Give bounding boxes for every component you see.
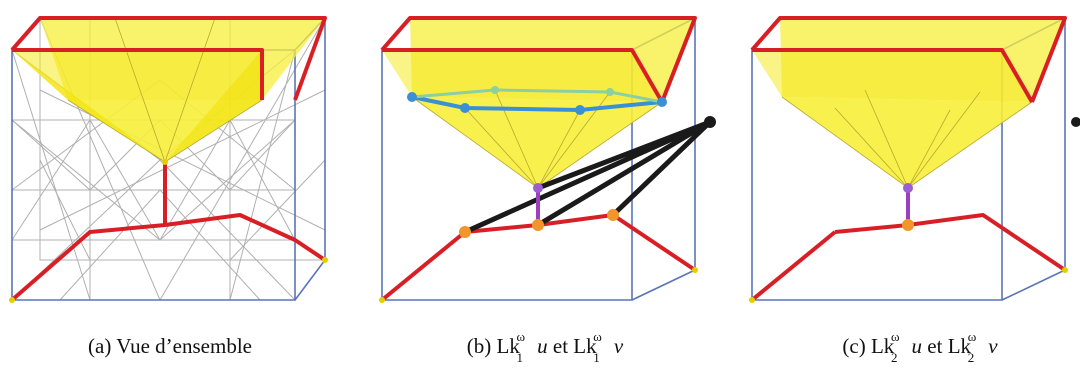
caption-c-v: v [988,334,998,358]
blue-vertex [407,92,417,102]
caption-b-u: u [537,334,548,358]
blue-vertex [575,105,585,115]
red-path [750,16,1067,302]
vertex-v [902,219,914,231]
blue-vertex [657,97,667,107]
caption-a-text: Vue d’ensemble [116,334,252,358]
yellow-link-surface [382,18,695,189]
blue-link-cycle [411,88,663,113]
caption-a-label: (a) [88,334,112,358]
black-vertex [704,116,716,128]
black-edges [463,119,712,235]
vertex-v [532,219,544,231]
red-path [380,16,697,302]
vertex-corner [9,297,15,303]
vertex-corner [692,267,698,273]
caption-b-v: v [613,334,624,358]
caption-b-et: et [552,334,569,358]
green-vertex [491,86,499,94]
vertex-corner [379,297,385,303]
red-path [10,16,327,302]
orange-vertex [459,226,471,238]
vertex-corner [1062,267,1068,273]
vertex-u [162,159,168,165]
panel-b-link-1 [379,16,716,303]
vertex-corner [749,297,755,303]
caption-c-u: u [911,334,923,358]
caption-b-label: (b) [466,334,492,358]
vertex-u [903,183,913,193]
vertex-corner [322,257,328,263]
yellow-link-surface [752,18,1065,189]
caption-a: (a) Vue d’ensemble [60,333,280,359]
orange-vertex [607,209,619,221]
yellow-link-surface [12,17,325,164]
black-vertex [1071,117,1080,127]
panel-a-overview [9,16,328,303]
vertex-u [533,183,543,193]
green-vertex [606,88,614,96]
blue-vertex [460,103,470,113]
caption-c-et: et [927,334,943,358]
caption-c-label: (c) [842,334,866,358]
panel-c-link-2 [749,16,1080,303]
